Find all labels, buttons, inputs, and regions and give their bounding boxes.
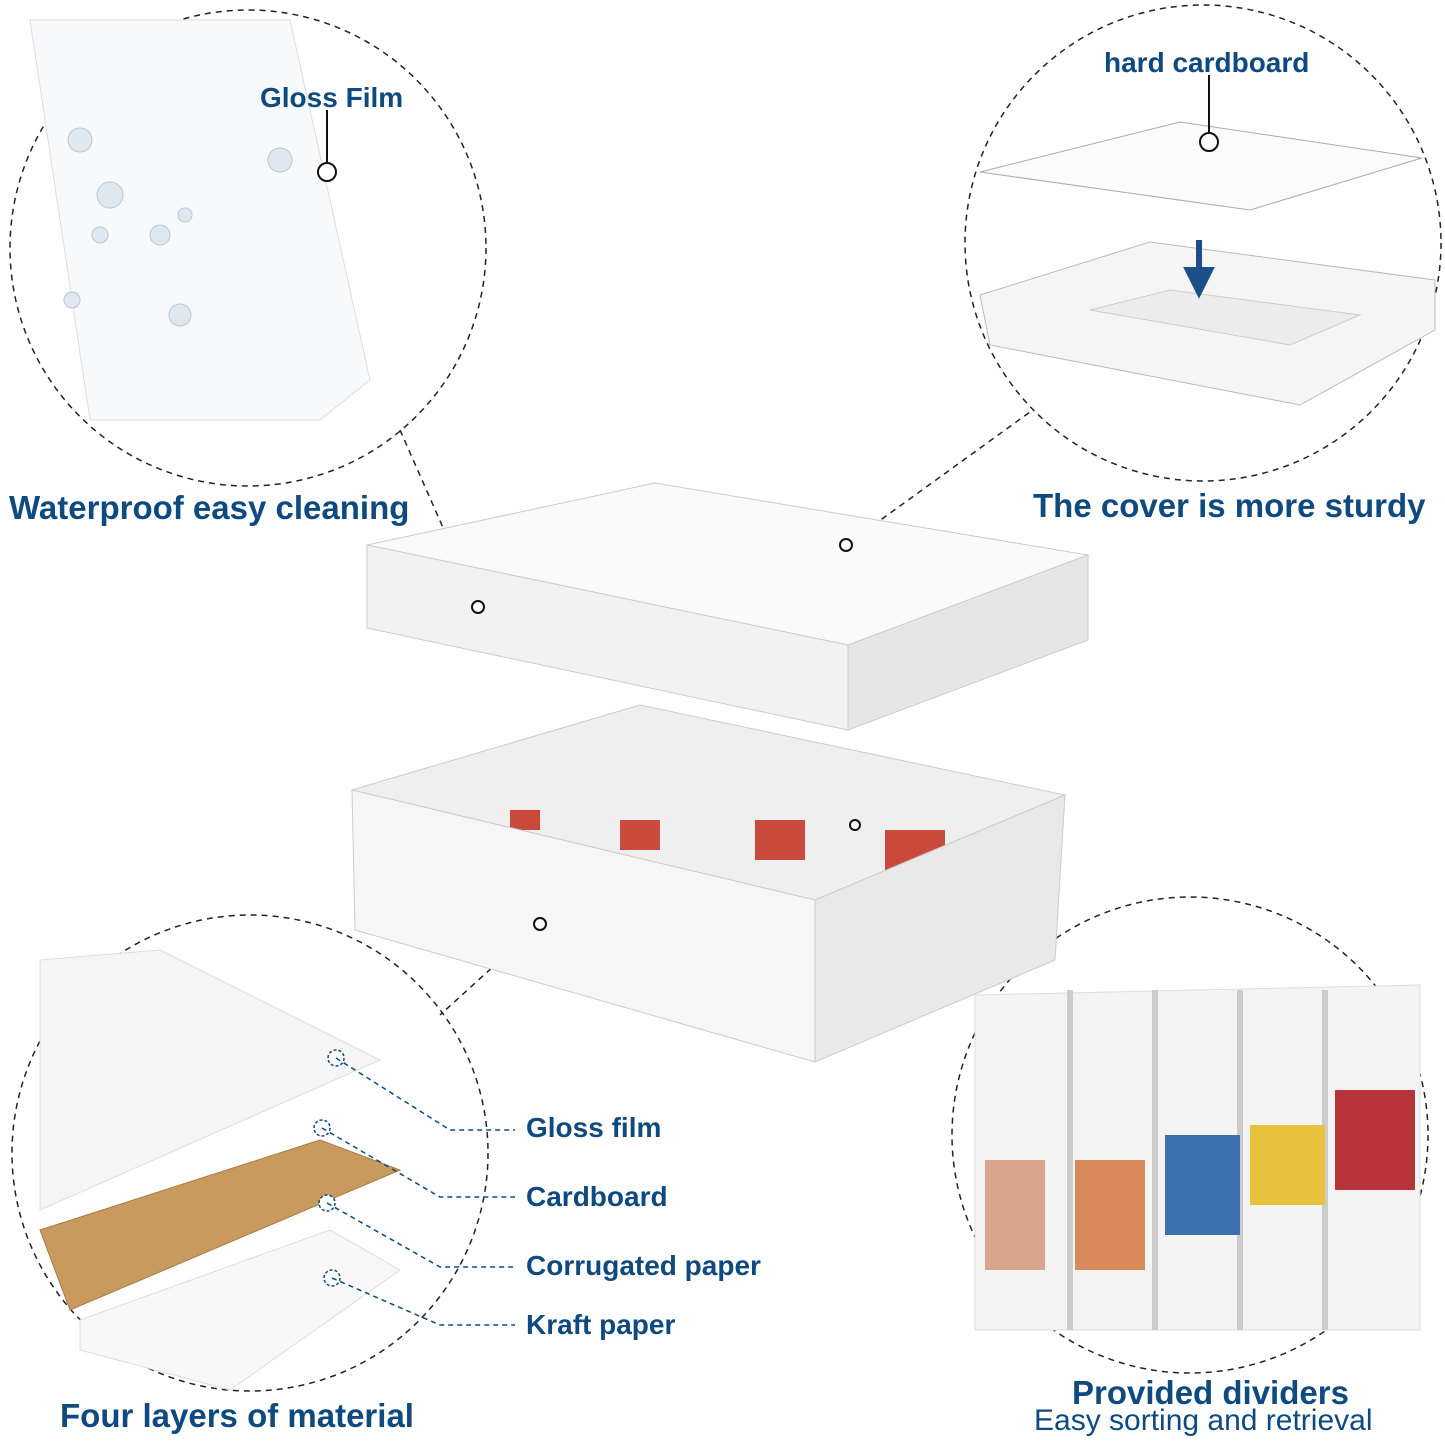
circle-layers-detail [11,914,489,1392]
label-layer-cardboard: Cardboard [526,1181,668,1212]
gloss-sheet [29,19,371,421]
label-layer-kraft: Kraft paper [526,1309,676,1340]
label-waterproof: Waterproof easy cleaning [9,489,410,526]
label-cover-sturdy: The cover is more sturdy [1033,487,1426,524]
label-layer-gloss-film: Gloss film [526,1112,662,1143]
label-four-layers: Four layers of material [60,1397,414,1434]
label-easy-sorting: Easy sorting and retrieval [1034,1404,1373,1437]
label-hard-cardboard: hard cardboard [1104,47,1310,78]
label-layer-corrugated: Corrugated paper [526,1250,761,1281]
label-provided-dividers: Provided dividers [1072,1374,1349,1411]
circle-gloss-detail [9,9,487,487]
circle-dividers-detail [951,896,1429,1374]
circle-cover-detail [964,4,1442,482]
label-gloss-film: Gloss Film [260,82,404,113]
